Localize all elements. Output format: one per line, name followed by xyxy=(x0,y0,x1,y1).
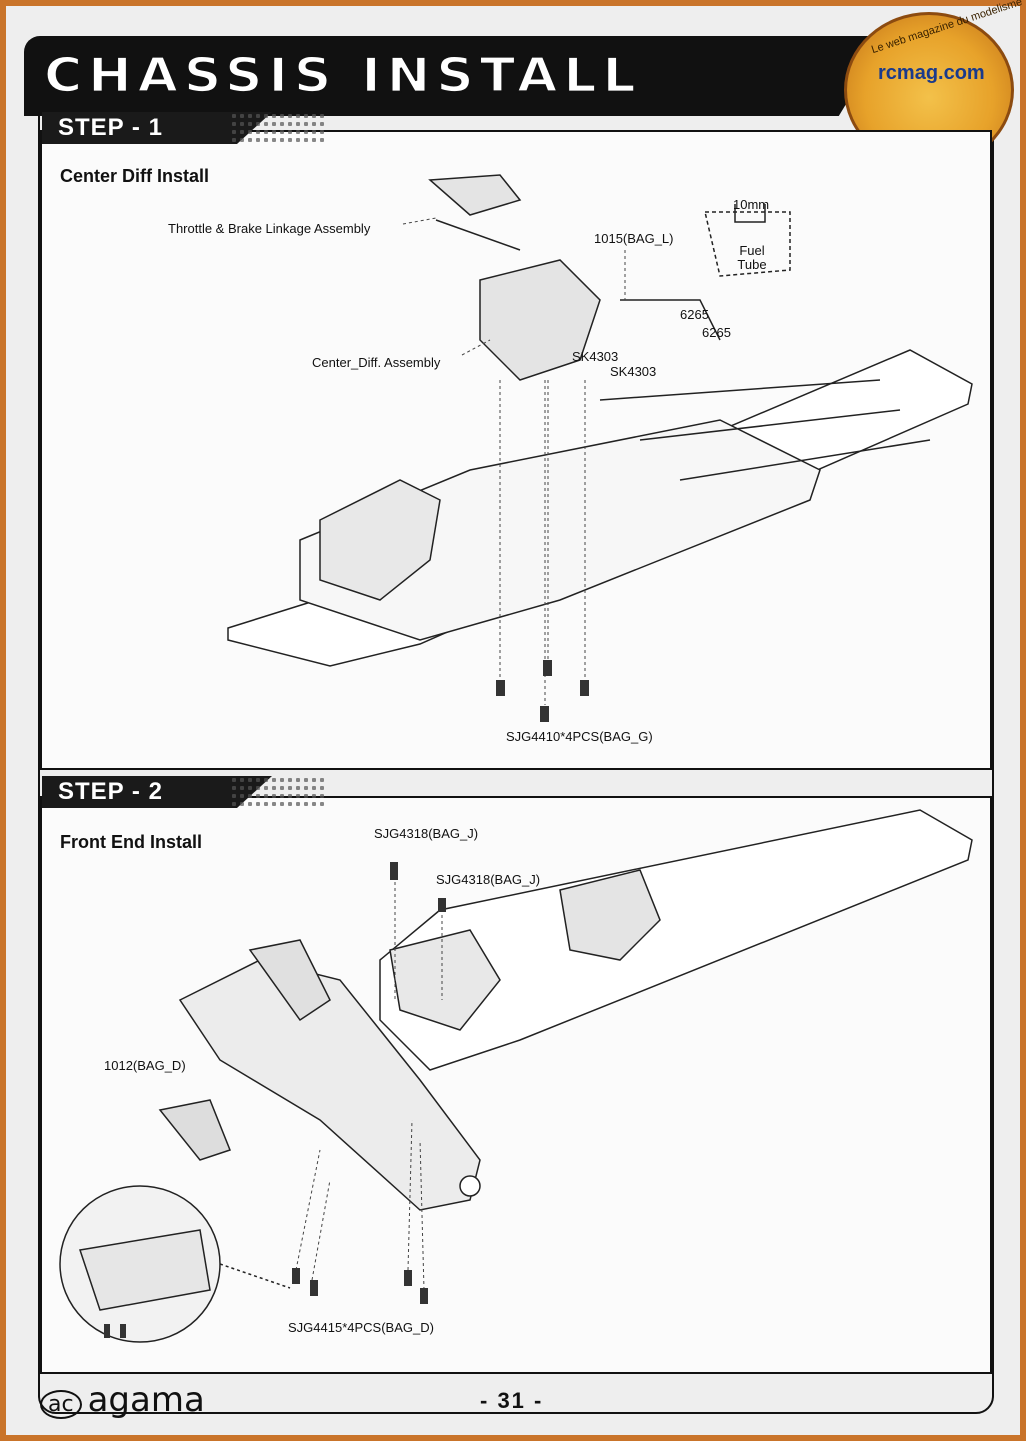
step1-screws-label: SJG4410*4PCS(BAG_G) xyxy=(506,729,653,744)
step2-tab-dots xyxy=(230,776,326,808)
fuel-tube-label: Fuel Tube xyxy=(737,243,767,272)
page-title: CHASSIS INSTALL xyxy=(43,48,642,104)
step1-heading: Center Diff Install xyxy=(60,166,210,186)
tube-length-label: 10mm xyxy=(733,197,770,212)
part-1012-label: 1012(BAG_D) xyxy=(104,1058,186,1073)
throttle-linkage-label: Throttle & Brake Linkage Assembly xyxy=(168,221,371,236)
sk4303-label-a: SK4303 xyxy=(572,349,619,364)
logo-site-name: rcmag.com xyxy=(878,62,985,84)
sk4303-label-b: SK4303 xyxy=(610,364,657,379)
part-6265-label-b: 6265 xyxy=(702,325,731,340)
step2-heading: Front End Install xyxy=(60,832,202,852)
center-diff-label: Center_Diff. Assembly xyxy=(312,355,441,370)
step2-screws-label: SJG4415*4PCS(BAG_D) xyxy=(288,1320,434,1335)
sjg4318-label-b: SJG4318(BAG_J) xyxy=(436,872,541,887)
step1-tab-dots xyxy=(230,112,326,144)
part-1015-label: 1015(BAG_L) xyxy=(594,231,674,246)
header-bar xyxy=(24,36,878,116)
step2-label: STEP - 2 xyxy=(58,778,163,805)
sjg4318-label-a: SJG4318(BAG_J) xyxy=(374,826,479,841)
page-number: - 31 - xyxy=(480,1388,544,1413)
step1-label: STEP - 1 xyxy=(58,114,163,141)
part-6265-label-a: 6265 xyxy=(680,307,709,322)
brand-name: agama xyxy=(87,1380,205,1420)
